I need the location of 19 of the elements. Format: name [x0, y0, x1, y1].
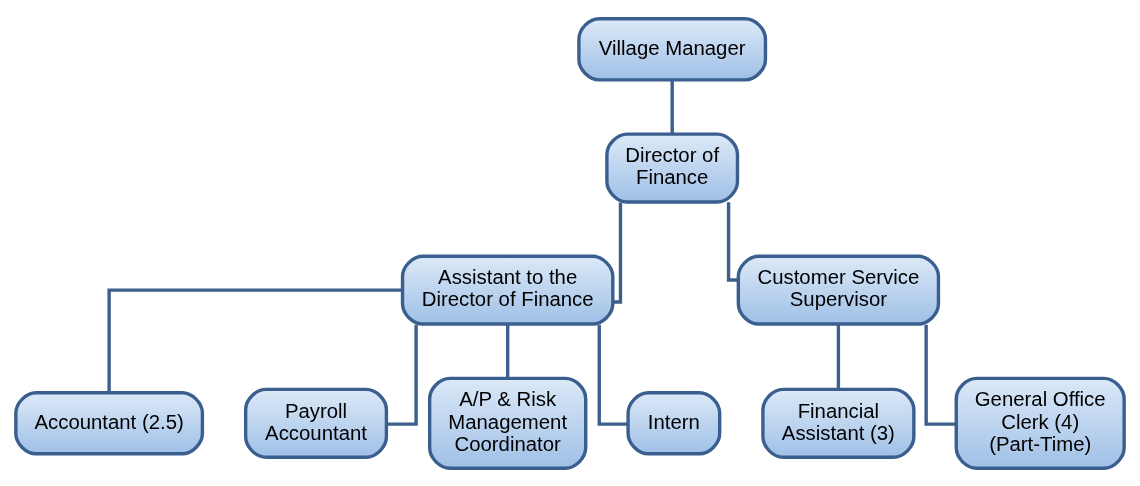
node-box: Payroll Accountant: [243, 387, 389, 459]
node-box: Assistant to the Director of Finance: [400, 254, 615, 326]
connector: [597, 324, 628, 426]
connector: [726, 201, 738, 282]
connector: [505, 323, 510, 378]
node-box: Director of Finance: [605, 131, 740, 204]
connector: [836, 323, 841, 389]
connector: [924, 324, 957, 426]
node-box: Accountant (2.5): [14, 390, 205, 455]
connector: [613, 202, 623, 304]
node-box: General Office Clerk (4) (Part-Time): [954, 376, 1126, 470]
node-box: Intern: [626, 390, 722, 455]
node-box: A/P & Risk Management Coordinator: [427, 376, 588, 470]
node-box: Village Manager: [577, 16, 768, 82]
connector: [386, 324, 418, 426]
node-box: Financial Assistant (3): [761, 387, 916, 459]
node-box: Customer Service Supervisor: [736, 254, 941, 326]
connector: [670, 79, 674, 134]
connector: [107, 287, 403, 392]
